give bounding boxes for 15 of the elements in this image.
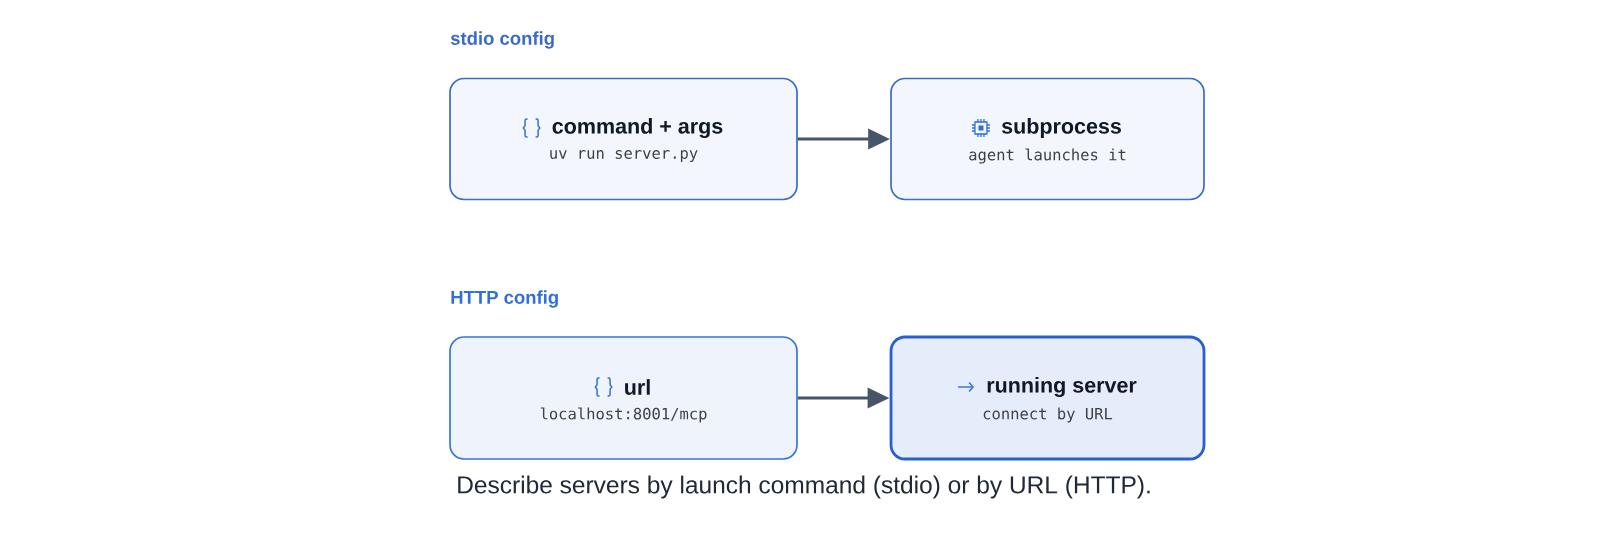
code-text: connect by URL <box>983 407 1113 423</box>
process-box <box>449 77 798 201</box>
box-title: running server <box>987 376 1137 398</box>
code-text: uv run server.py <box>550 150 698 162</box>
caption: Describe servers by launch command (stdio) or by URL (HTTP). <box>458 475 1150 499</box>
box-title: subprocess <box>1001 118 1121 139</box>
code-text: agent launches it <box>969 148 1126 164</box>
process-box <box>449 336 798 460</box>
box-title: url <box>625 379 650 395</box>
section-heading: stdio config <box>450 31 554 49</box>
box-title: command + args <box>552 117 723 139</box>
process-box <box>889 335 1206 461</box>
section-heading: HTTP config <box>451 290 558 308</box>
code-text: localhost:8001/mcp <box>540 407 707 423</box>
process-box <box>890 77 1205 201</box>
